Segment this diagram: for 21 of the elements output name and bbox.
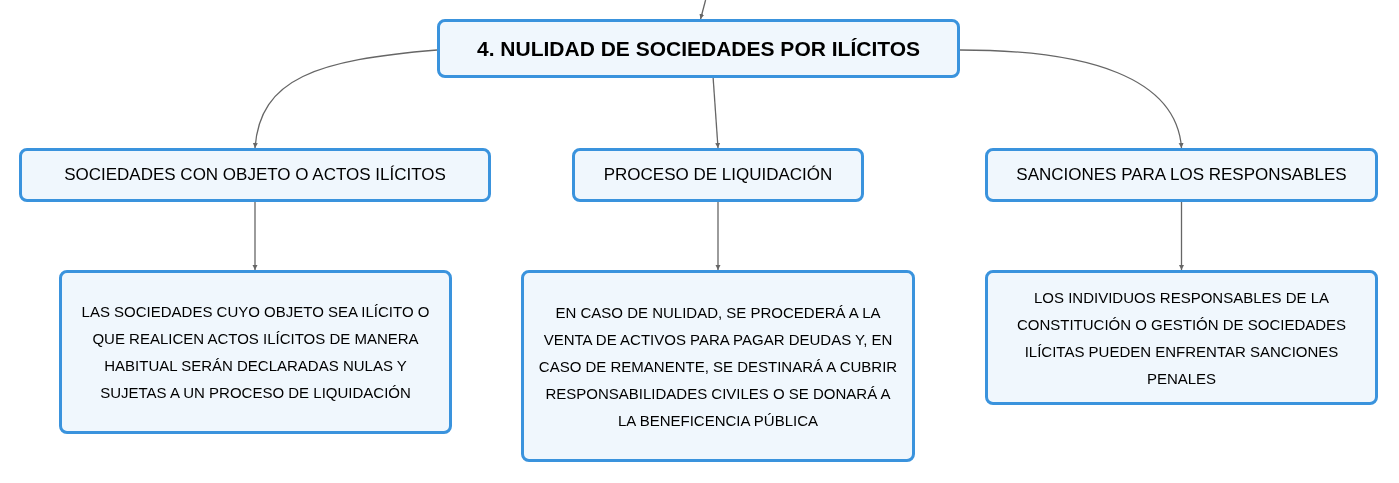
topic-box [19,148,491,202]
connector-arrow [253,49,438,149]
node-text: LOS INDIVIDUOS RESPONSABLES DE LA CONSTITUCIÓN O GESTIÓN DE SOCIEDADES ILÍCITAS PUEDEN ENFRENTAR SANCIONES PENALES [1015,287,1348,389]
connector-arrow [712,77,721,149]
node-text: LAS SOCIEDADES CUYO OBJETO SEA ILÍCITO O QUE REALICEN ACTOS ILÍCITOS DE MANERA HABITUAL SERÁN DECLARADAS NULAS Y SUJETAS A UN PROCESO DE LIQUIDACIÓN [80,302,431,403]
connector-arrow [715,201,721,271]
detail-box [59,270,452,434]
node-text: SANCIONES PARA LOS RESPONSABLES [1016,164,1347,187]
detail-box [521,270,915,462]
connector-arrow [252,201,258,271]
node-text: PROCESO DE LIQUIDACIÓN [603,164,833,187]
connector-arrow [1179,201,1184,271]
topic-box [985,148,1378,202]
detail-box [985,270,1378,405]
node-text: SOCIEDADES CON OBJETO O ACTOS ILÍCITOS [64,164,446,187]
connector-arrow [959,49,1184,149]
connector-arrow [699,0,707,20]
central-topic-box [437,19,960,78]
node-text: EN CASO DE NULIDAD, SE PROCEDERÁ A LA VENTA DE ACTIVOS PARA PAGAR DEUDAS Y, EN CASO DE REMANENTE, SE DESTINARÁ A CUBRIR RESPONSABILIDADES CIVILES O SE DONARÁ A LA BENEFICENCIA PÚBLICA [537,302,899,431]
topic-box [572,148,864,202]
node-text: 4. NULIDAD DE SOCIEDADES POR ILÍCITOS [477,35,920,62]
